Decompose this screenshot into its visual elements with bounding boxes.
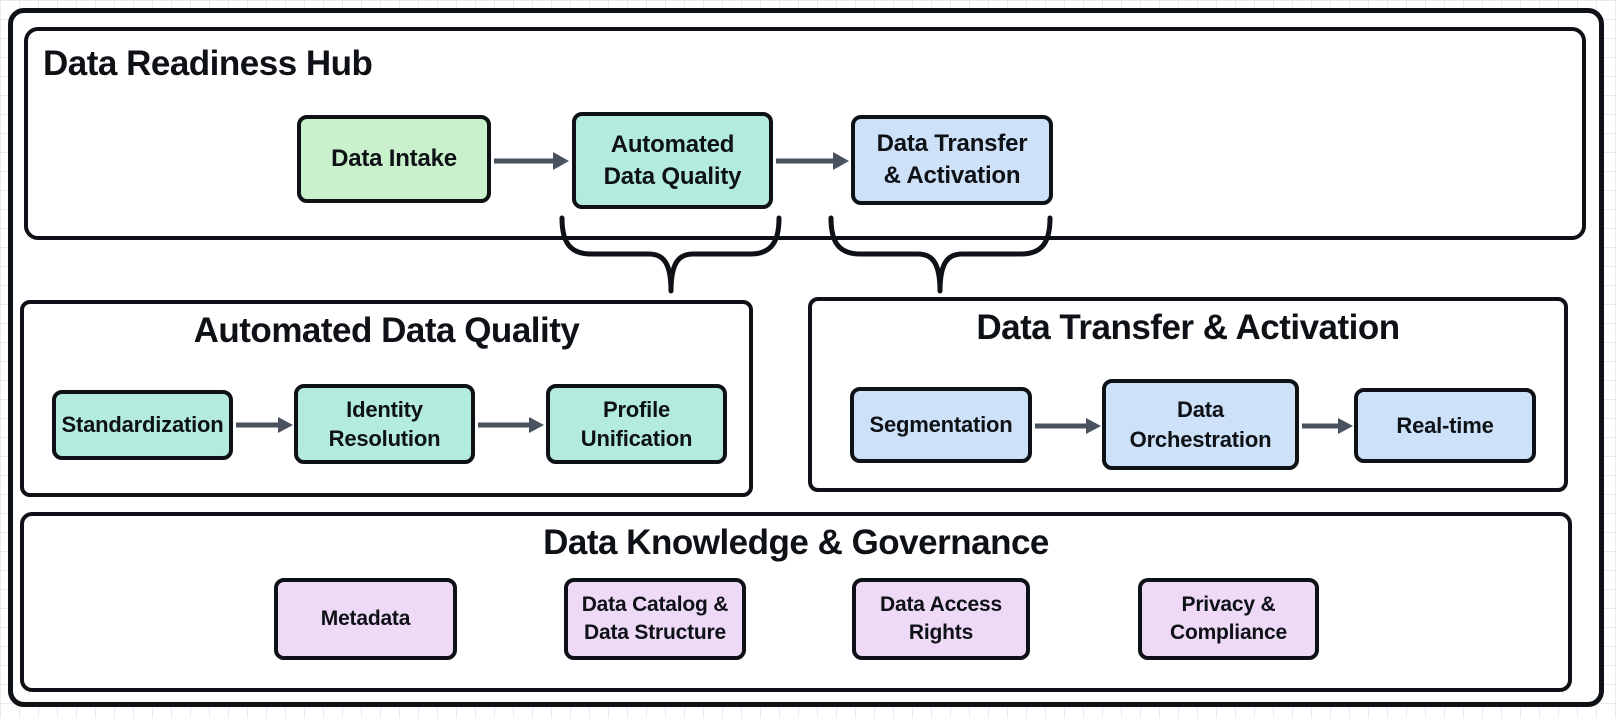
- node-data-orchestration[interactable]: Data Orchestration: [1102, 379, 1299, 470]
- node-label: Metadata: [320, 607, 411, 631]
- container-data-knowledge-governance[interactable]: Data Knowledge & Governance: [20, 512, 1572, 692]
- node-data-catalog-structure[interactable]: Data Catalog & Data Structure: [564, 578, 746, 660]
- node-metadata[interactable]: Metadata: [274, 578, 457, 660]
- node-standardization[interactable]: Standardization: [52, 390, 233, 460]
- node-segmentation[interactable]: Segmentation: [850, 387, 1032, 463]
- node-label: Data Access Rights: [880, 593, 1002, 644]
- quality-section-title: Automated Data Quality: [193, 311, 580, 350]
- hub-title: Data Readiness Hub: [43, 44, 373, 83]
- node-profile-unification[interactable]: Profile Unification: [546, 384, 727, 464]
- node-data-intake[interactable]: Data Intake: [297, 115, 491, 203]
- container-data-readiness-hub[interactable]: Data Readiness Hub: [24, 27, 1586, 240]
- node-label: Standardization: [61, 412, 224, 438]
- node-label: Privacy & Compliance: [1169, 593, 1288, 644]
- node-identity-resolution[interactable]: Identity Resolution: [294, 384, 475, 464]
- transfer-section-title: Data Transfer & Activation: [976, 308, 1400, 347]
- node-data-transfer-activation[interactable]: Data Transfer & Activation: [851, 115, 1053, 205]
- node-label: Data Orchestration: [1129, 397, 1272, 452]
- node-privacy-compliance[interactable]: Privacy & Compliance: [1138, 578, 1319, 660]
- node-label: Data Transfer & Activation: [876, 130, 1028, 189]
- node-data-access-rights[interactable]: Data Access Rights: [852, 578, 1030, 660]
- governance-section-title: Data Knowledge & Governance: [543, 523, 1049, 562]
- node-label: Automated Data Quality: [603, 130, 742, 190]
- node-label: Identity Resolution: [328, 396, 441, 451]
- node-label: Data Intake: [331, 145, 457, 173]
- node-automated-data-quality[interactable]: Automated Data Quality: [572, 112, 773, 209]
- node-label: Segmentation: [869, 412, 1013, 438]
- node-label: Profile Unification: [580, 396, 693, 451]
- node-label: Real-time: [1396, 412, 1494, 438]
- node-real-time[interactable]: Real-time: [1354, 388, 1536, 463]
- node-label: Data Catalog & Data Structure: [581, 593, 729, 644]
